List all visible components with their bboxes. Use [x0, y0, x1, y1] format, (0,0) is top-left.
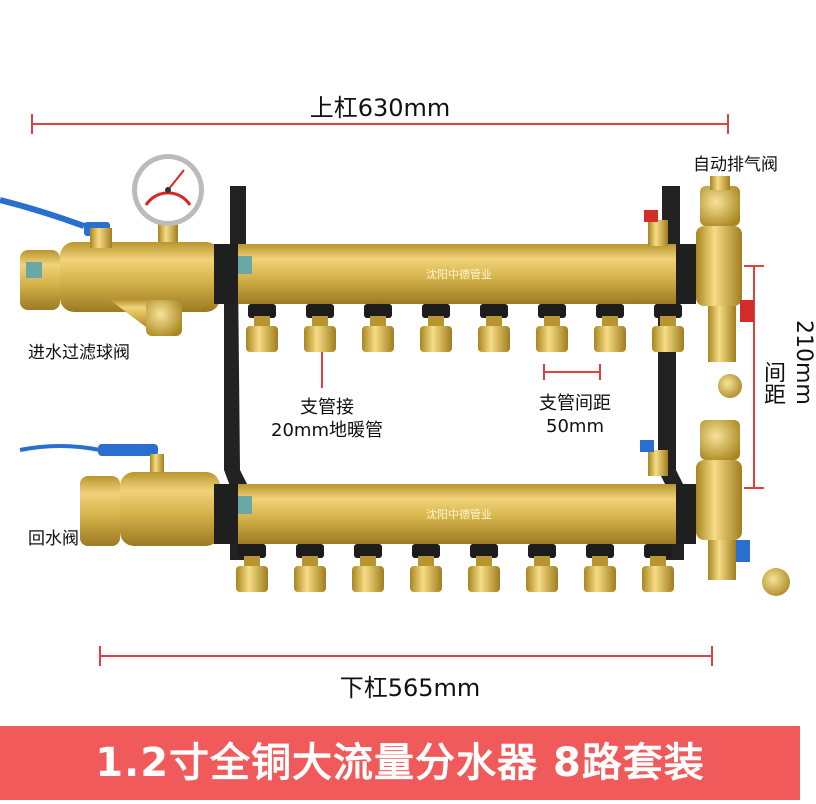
bottom-outlet-5	[468, 544, 500, 592]
branch-connector-line2: 20mm地暖管	[271, 420, 383, 441]
branch-spacing-line2: 50mm	[546, 416, 604, 437]
top-outlet-1	[246, 304, 278, 352]
top-dimension-line	[31, 114, 729, 134]
air-vent-label: 自动排气阀	[693, 155, 778, 175]
top-branch-outlets	[246, 304, 684, 352]
bottom-outlet-6	[526, 544, 558, 592]
bar-spacing-value: 210mm	[791, 320, 816, 405]
top-outlet-5	[478, 304, 510, 352]
bottom-air-vent	[640, 420, 790, 596]
return-valve	[19, 444, 220, 546]
bottom-outlet-2	[294, 544, 326, 592]
branch-connector-label: 支管接 20mm地暖管	[252, 396, 402, 442]
bottom-manifold-bar	[214, 484, 696, 544]
bar-spacing-prefix: 间距	[760, 360, 785, 405]
bottom-banner	[0, 726, 800, 800]
manifold-illustration	[0, 114, 790, 666]
bottom-outlet-8	[642, 544, 674, 592]
bottom-bar-brand-text: 沈阳中德管业	[426, 508, 492, 521]
top-outlet-7	[594, 304, 626, 352]
inlet-valve-label: 进水过滤球阀	[28, 343, 130, 363]
top-manifold-bar	[214, 244, 696, 304]
bottom-outlet-1	[236, 544, 268, 592]
top-bar-brand-text: 沈阳中德管业	[426, 268, 492, 281]
bottom-dimension-line	[99, 646, 713, 666]
top-outlet-4	[420, 304, 452, 352]
bottom-outlet-4	[410, 544, 442, 592]
top-outlet-2	[304, 304, 336, 352]
inlet-filter-valve	[20, 228, 220, 336]
bottom-outlet-7	[584, 544, 616, 592]
pressure-gauge	[132, 154, 204, 255]
bar-spacing-label: 间距 210mm	[760, 318, 816, 411]
top-bar-length-label: 上杠630mm	[309, 94, 451, 122]
banner-title: 1.2寸全铜大流量分水器 8路套装	[95, 740, 705, 786]
return-valve-label: 回水阀	[28, 529, 79, 549]
branch-spacing-line1: 支管间距	[539, 393, 611, 414]
top-air-vent	[644, 176, 754, 398]
bottom-outlet-3	[352, 544, 384, 592]
branch-spacing-label: 支管间距 50mm	[520, 392, 630, 438]
branch-connector-line1: 支管接	[300, 397, 354, 418]
top-outlet-3	[362, 304, 394, 352]
branch-spacing-marker	[543, 364, 601, 380]
bottom-branch-outlets	[236, 544, 674, 592]
top-outlet-8	[652, 304, 684, 352]
inlet-handle	[0, 197, 86, 229]
product-photo	[0, 114, 790, 666]
bottom-bar-length-label: 下杠565mm	[339, 674, 481, 702]
top-outlet-6	[536, 304, 568, 352]
